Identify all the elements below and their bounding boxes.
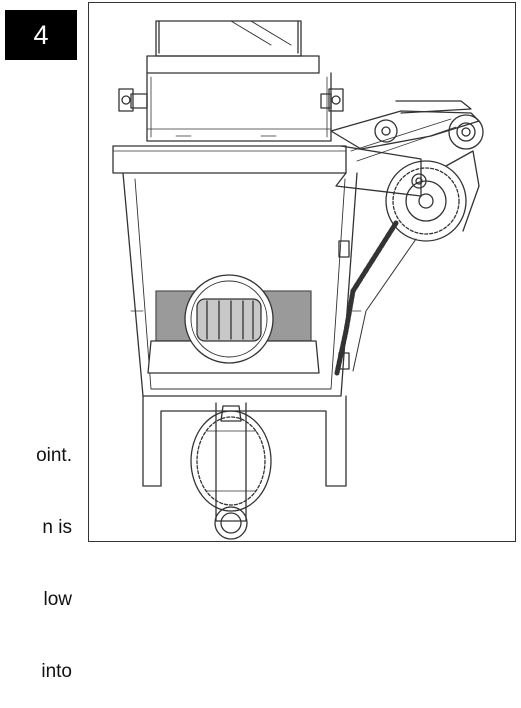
drum-band [147, 274, 320, 374]
step-number-badge: 4 [5, 10, 77, 60]
pivot-arm [330, 100, 484, 162]
lower-bin [122, 172, 362, 487]
instruction-line: oint. [36, 445, 72, 466]
front-wheel [190, 402, 272, 540]
drive-chain [334, 220, 417, 376]
figure-frame [88, 2, 516, 542]
top-hopper [146, 20, 320, 74]
mechanical-drawing [112, 20, 484, 540]
motor-housing [118, 72, 344, 142]
instruction-line: low [43, 589, 72, 610]
instruction-line: into [41, 661, 72, 682]
instruction-line: n is [42, 517, 72, 538]
instruction-text: oint. n is low into [2, 396, 72, 708]
drive-wheel [385, 150, 480, 242]
